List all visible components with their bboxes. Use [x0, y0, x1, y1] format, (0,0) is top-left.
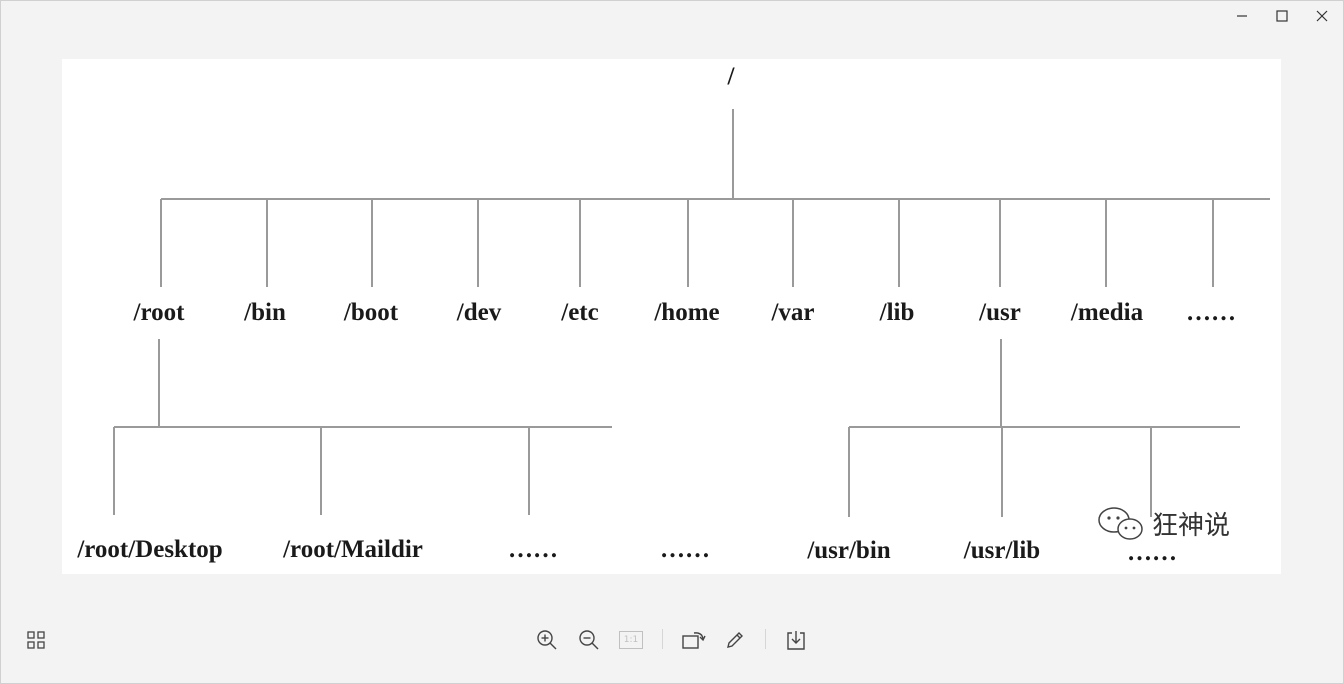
zoom-out-button[interactable]	[575, 626, 603, 654]
tree-node-root-more: ……	[508, 536, 558, 563]
save-button[interactable]	[782, 626, 810, 654]
tree-node-var: /var	[771, 299, 815, 326]
actual-size-label: 1:1	[623, 635, 639, 645]
tree-node-root-desktop: /root/Desktop	[77, 536, 223, 563]
tree-node-media: /media	[1070, 299, 1144, 326]
tree-node-root-maildir: /root/Maildir	[283, 536, 423, 563]
tree-node-usr-lib: /usr/lib	[963, 537, 1041, 564]
close-icon	[1316, 10, 1328, 22]
download-icon	[787, 631, 805, 650]
zoom-in-icon	[537, 630, 557, 650]
minimize-icon	[1237, 15, 1247, 17]
tree-node-etc: /etc	[561, 299, 599, 326]
edit-button[interactable]	[721, 626, 749, 654]
watermark: 狂神说	[1096, 503, 1230, 543]
actual-size-button[interactable]: 1:1	[617, 626, 645, 654]
close-button[interactable]	[1302, 4, 1342, 28]
tree-node-bin: /bin	[244, 299, 286, 326]
tree-node-middle-more: ……	[660, 536, 710, 563]
actual-size-icon: 1:1	[619, 631, 643, 649]
tree-node-home: /home	[654, 299, 720, 326]
rotate-button[interactable]	[679, 626, 707, 654]
maximize-icon	[1276, 10, 1288, 22]
toolbar-separator	[765, 629, 766, 649]
zoom-in-button[interactable]	[533, 626, 561, 654]
tree-node-root-dir: /root	[133, 299, 185, 326]
tree-node-usr-bin: /usr/bin	[807, 537, 891, 564]
tree-lines	[113, 109, 1270, 517]
watermark-text: 狂神说	[1152, 510, 1231, 541]
wechat-icon	[1098, 507, 1143, 540]
tree-node-lib: /lib	[879, 299, 915, 326]
tree-node-root: /	[727, 63, 735, 90]
rotate-icon	[682, 632, 706, 649]
toolbar-separator	[662, 629, 663, 649]
tree-node-boot: /boot	[343, 299, 399, 326]
image-canvas[interactable]: / /root /bin /boot /dev /etc /home /var …	[62, 59, 1281, 574]
maximize-button[interactable]	[1262, 4, 1302, 28]
minimize-button[interactable]	[1222, 4, 1262, 28]
tree-node-more: ……	[1186, 299, 1236, 326]
tree-node-usr: /usr	[979, 299, 1021, 326]
tree-node-usr-more: ……	[1127, 539, 1177, 566]
tree-node-dev: /dev	[456, 299, 502, 326]
grid-icon	[27, 631, 45, 649]
pencil-icon	[727, 632, 743, 648]
zoom-out-icon	[579, 630, 599, 650]
gallery-button[interactable]	[22, 626, 50, 654]
